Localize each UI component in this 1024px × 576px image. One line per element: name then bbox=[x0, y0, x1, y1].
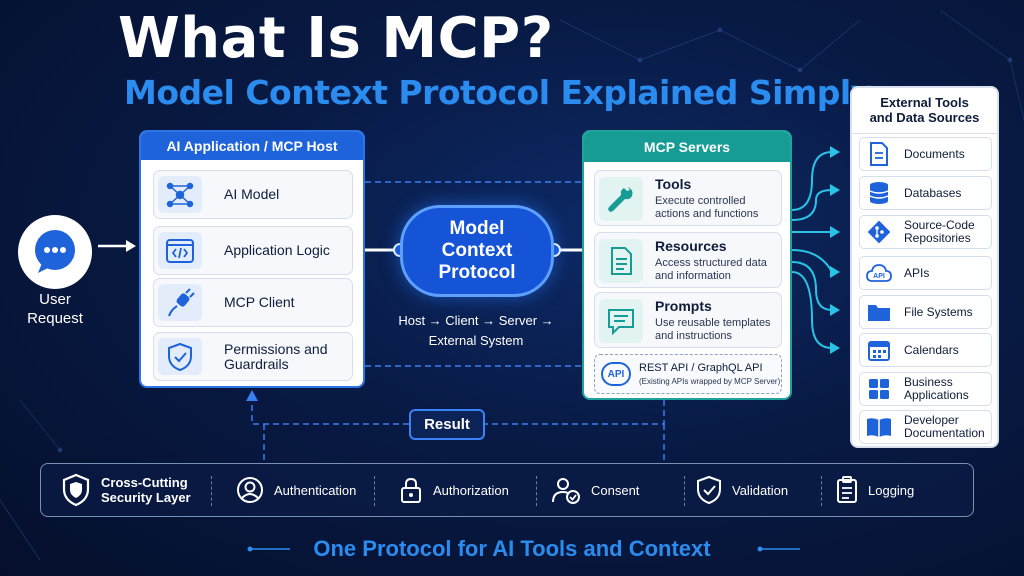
host-item-permissions: Permissions and Guardrails bbox=[153, 332, 353, 381]
lock-icon bbox=[401, 477, 421, 503]
neural-network-icon bbox=[158, 176, 202, 213]
api-cloud-icon: API bbox=[864, 259, 894, 287]
shield-icon bbox=[62, 473, 90, 507]
user-request-label: User Request bbox=[27, 291, 83, 327]
git-icon bbox=[864, 218, 894, 246]
shield-check-icon bbox=[697, 475, 721, 505]
external-header: External Tools and Data Sources bbox=[852, 88, 997, 134]
user-check-icon bbox=[552, 478, 580, 504]
grid-apps-icon bbox=[864, 375, 894, 403]
plug-icon bbox=[158, 284, 202, 321]
page-subtitle: Model Context Protocol Explained Simply bbox=[124, 73, 872, 112]
divider bbox=[374, 476, 375, 506]
svg-text:API: API bbox=[873, 273, 885, 280]
shield-check-icon bbox=[158, 338, 202, 375]
divider bbox=[211, 476, 212, 506]
external-sources-panel: External Tools and Data Sources Document… bbox=[850, 86, 999, 448]
api-cloud-icon: API bbox=[601, 362, 631, 386]
security-item-authorization: Authorization bbox=[399, 464, 509, 516]
document-icon bbox=[864, 140, 894, 168]
result-badge: Result bbox=[409, 409, 485, 440]
api-wrapper-box: API REST API / GraphQL API (Existing API… bbox=[594, 354, 782, 394]
servers-header: MCP Servers bbox=[584, 132, 790, 162]
security-item-consent: Consent bbox=[551, 464, 639, 516]
external-item-file-systems: File Systems bbox=[859, 295, 992, 329]
chat-bubble-icon bbox=[35, 230, 75, 273]
divider bbox=[684, 476, 685, 506]
model-context-protocol-node: Model Context Protocol bbox=[400, 205, 554, 297]
tagline: One Protocol for AI Tools and Context bbox=[313, 536, 711, 561]
user-circle-icon bbox=[237, 477, 263, 503]
external-item-apis: API APIs bbox=[859, 256, 992, 290]
chat-bubble-icon bbox=[599, 299, 643, 343]
host-item-application-logic: Application Logic bbox=[153, 226, 353, 275]
security-item-logging: Logging bbox=[836, 464, 914, 516]
folder-icon bbox=[864, 298, 894, 326]
host-header: AI Application / MCP Host bbox=[141, 132, 363, 160]
security-item-authentication: Authentication bbox=[236, 464, 356, 516]
external-item-databases: Databases bbox=[859, 176, 992, 210]
page-title: What Is MCP? bbox=[118, 6, 554, 71]
divider bbox=[536, 476, 537, 506]
code-window-icon bbox=[158, 232, 202, 269]
security-item-validation: Validation bbox=[696, 464, 788, 516]
user-avatar bbox=[18, 215, 92, 289]
divider bbox=[821, 476, 822, 506]
external-item-documents: Documents bbox=[859, 137, 992, 171]
clipboard-icon bbox=[837, 476, 857, 503]
host-item-mcp-client: MCP Client bbox=[153, 278, 353, 327]
book-icon bbox=[864, 413, 894, 441]
external-item-calendars: Calendars bbox=[859, 333, 992, 367]
document-icon bbox=[599, 239, 643, 283]
wrench-icon bbox=[599, 177, 643, 221]
mcp-host-panel: AI Application / MCP Host AI Model Appli… bbox=[139, 130, 365, 388]
host-item-ai-model: AI Model bbox=[153, 170, 353, 219]
database-icon bbox=[864, 179, 894, 207]
calendar-icon bbox=[864, 336, 894, 364]
flow-description: Host → Client → Server → External System bbox=[398, 313, 554, 348]
